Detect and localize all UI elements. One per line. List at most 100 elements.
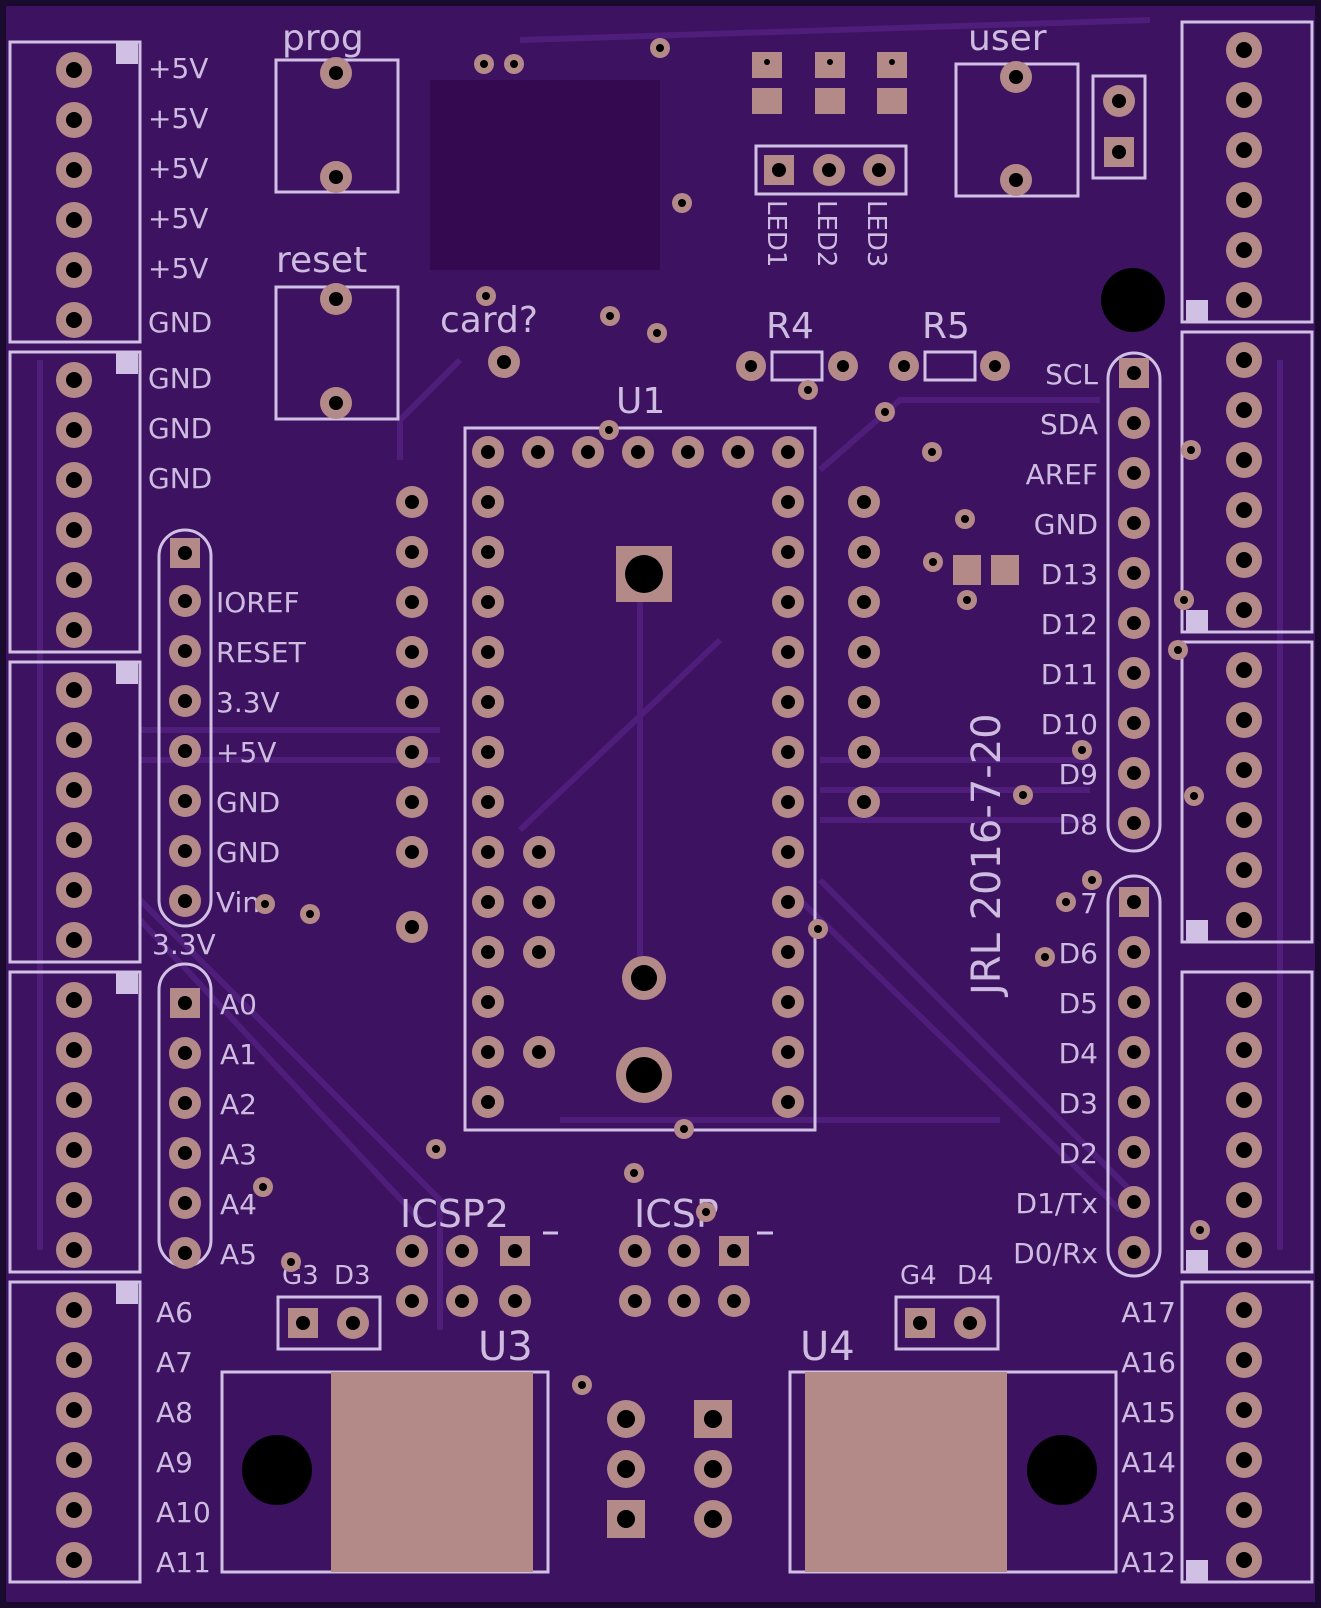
digital-label: D5: [1059, 987, 1098, 1020]
inner-pin-hole: [532, 945, 546, 959]
digital-pin-hole: [1127, 945, 1141, 959]
left-header-pin-hole: [66, 682, 82, 698]
jumper-g4-d4[interactable]: G4 D4: [894, 1261, 1000, 1351]
analog-pin-hole: [178, 1246, 192, 1260]
left-bottom-label: A6: [156, 1296, 193, 1329]
power-header-pin-hole: [178, 844, 192, 858]
smd-pad-a: [953, 555, 981, 585]
outer-left-pin-hole: [405, 695, 419, 709]
d4-label: D4: [957, 1261, 994, 1291]
via-hole: [630, 1169, 638, 1177]
via-hole: [1062, 898, 1070, 906]
prog-label: prog: [282, 18, 364, 59]
mounting-hole-top: [1101, 268, 1165, 332]
digital-pin-hole: [1127, 466, 1141, 480]
led-array: LED1 LED2 LED3: [752, 52, 908, 267]
u1-top-pin-hole: [681, 445, 695, 459]
right-header-pin-hole: [1236, 762, 1252, 778]
left-header-pin-hole: [66, 1192, 82, 1208]
outer-right-pin-hole: [857, 795, 871, 809]
prog-button-footprint[interactable]: prog: [274, 18, 400, 194]
left-header-pin-hole: [66, 782, 82, 798]
right-header-pin-hole: [1236, 1552, 1252, 1568]
u4-regulator: U4: [788, 1324, 1118, 1574]
left-header-pin-hole: [66, 262, 82, 278]
left-rail-label: +5V: [148, 252, 208, 285]
u4-label: U4: [800, 1324, 855, 1370]
digital-pin-hole: [1127, 995, 1141, 1009]
icsp2-header: ICSP2: [400, 1192, 558, 1236]
user-jumper[interactable]: [1091, 74, 1147, 180]
digital-label: D2: [1059, 1137, 1098, 1170]
analog-pin-hole: [178, 1146, 192, 1160]
left-bottom-label: A11: [156, 1546, 211, 1579]
u1-top-pin-hole: [631, 445, 645, 459]
left-header-pin-hole: [66, 1042, 82, 1058]
digital-pin-hole: [1127, 1145, 1141, 1159]
icsp-pin-hole: [677, 1294, 691, 1308]
right-header-pin-hole: [1236, 1302, 1252, 1318]
outer-left-pin-hole: [405, 495, 419, 509]
u1-right-pin-hole: [781, 695, 795, 709]
user-button-footprint[interactable]: user: [954, 18, 1080, 198]
power-header-label: IOREF: [216, 586, 300, 619]
u1-top-pin-hole: [581, 445, 595, 459]
left-header-pin-hole: [66, 1552, 82, 1568]
via-hole: [510, 60, 518, 68]
right-header-block: [1180, 330, 1314, 634]
right-bottom-label: A14: [1121, 1446, 1176, 1479]
u1-top-pin-hole: [531, 445, 545, 459]
u1-top-pin-hole: [481, 445, 495, 459]
via-hole: [482, 292, 490, 300]
u1-right-pin-hole: [781, 845, 795, 859]
outer-right-pin-hole: [857, 495, 871, 509]
right-header-block: [1180, 970, 1314, 1274]
left-header-pin-hole: [66, 572, 82, 588]
left-rail-labels: +5V+5V+5V+5V+5VGNDGNDGNDGNDA6A7A8A9A10A1…: [148, 52, 1176, 1579]
analog-label: A4: [220, 1188, 257, 1221]
right-header-pin-hole: [1236, 452, 1252, 468]
icsp2-pin-hole: [405, 1244, 419, 1258]
right-header-block: [1180, 1280, 1314, 1584]
left-header-block: [8, 660, 142, 964]
u1-left-pin-hole: [481, 695, 495, 709]
left-header-pin-hole: [66, 422, 82, 438]
via-hole: [881, 408, 889, 416]
right-header-pin-hole: [1236, 1352, 1252, 1368]
left-header-block: [8, 350, 142, 654]
outer-left-pin-hole: [405, 545, 419, 559]
resistor-r4: R4: [736, 306, 858, 382]
left-header-pin-hole: [66, 472, 82, 488]
left-header-pin-hole: [66, 732, 82, 748]
right-header-pin-hole: [1236, 1452, 1252, 1468]
via-hole: [605, 426, 613, 434]
board-substrate: [6, 6, 1315, 1602]
led3-label: LED3: [861, 200, 891, 267]
reset-button-footprint[interactable]: reset: [274, 240, 400, 421]
left-header-pin-hole: [66, 882, 82, 898]
digital-pin-hole: [1127, 716, 1141, 730]
power-header-pin-hole: [178, 594, 192, 608]
left-rail-label: GND: [148, 412, 212, 445]
right-header-pin-hole: [1236, 92, 1252, 108]
via-hole: [480, 60, 488, 68]
u1-label: U1: [616, 381, 665, 422]
left-header-pin-hole: [66, 1092, 82, 1108]
via-hole: [1196, 1226, 1204, 1234]
left-header-pin-hole: [66, 992, 82, 1008]
icsp-pin-hole: [628, 1244, 642, 1258]
left-rail-label: +5V: [148, 102, 208, 135]
u1-left-pin-hole: [481, 795, 495, 809]
u1-left-pin-hole: [481, 1095, 495, 1109]
left-rail-label: +5V: [148, 52, 208, 85]
right-header-pin-hole: [1236, 1242, 1252, 1258]
u1-left-pin-hole: [481, 845, 495, 859]
digital-label: AREF: [1026, 458, 1098, 491]
left-header-pin-hole: [66, 1302, 82, 1318]
via-hole: [680, 1125, 688, 1133]
u1-right-pin-hole: [781, 995, 795, 1009]
left-header-pin-hole: [66, 372, 82, 388]
reset-label: reset: [276, 240, 367, 281]
digital-label: D8: [1059, 808, 1098, 841]
